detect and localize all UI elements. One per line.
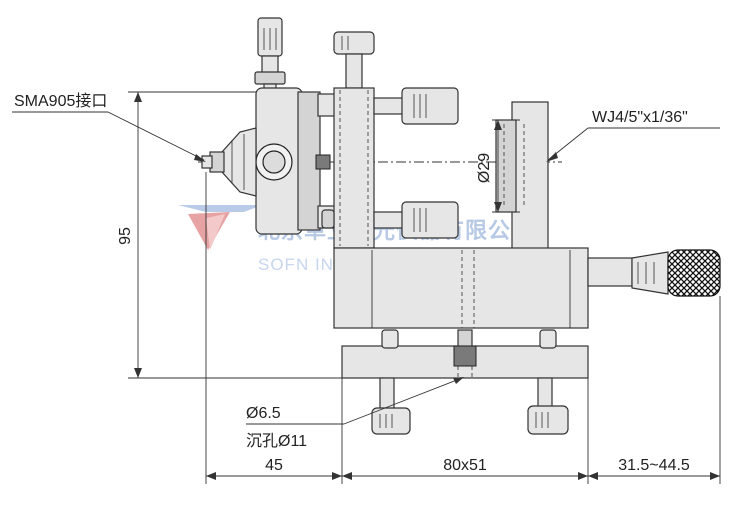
diameter-29-label: Ø29 <box>476 153 493 183</box>
height-dimension: 95 <box>117 91 342 379</box>
vertical-post <box>321 87 375 249</box>
lower-side-knob <box>373 201 459 239</box>
bottom-dimensions: 45 80x51 31.5~44.5 <box>205 172 721 484</box>
micrometer-head <box>587 249 721 297</box>
counterbore-label: 沉孔Ø11 <box>246 432 307 450</box>
hole-callout: Ø6.5 沉孔Ø11 <box>246 377 464 450</box>
diameter-dimension: Ø29 <box>476 119 520 213</box>
upper-side-knob <box>373 87 459 125</box>
right-screw <box>527 329 569 435</box>
sma905-label: SMA905接口 <box>14 92 107 110</box>
translation-stage <box>333 247 589 329</box>
mount-callout: WJ4/5"x1/36" <box>546 109 720 162</box>
watermark-logo <box>178 205 262 250</box>
hole-diameter-label: Ø6.5 <box>246 405 281 422</box>
travel-range-label: 31.5~44.5 <box>618 457 690 474</box>
top-adjust-knob <box>254 17 286 91</box>
mount-thread-label: WJ4/5"x1/36" <box>592 109 688 126</box>
base-plate <box>341 329 589 379</box>
height-95-label: 95 <box>117 227 134 245</box>
mounting-plate <box>495 101 549 251</box>
sma-callout: SMA905接口 <box>12 92 206 162</box>
left-screw <box>371 329 411 435</box>
sma905-connector <box>201 127 257 197</box>
vertical-adjust-knob <box>333 31 375 89</box>
width-45-label: 45 <box>265 457 283 474</box>
base-size-label: 80x51 <box>443 457 487 474</box>
